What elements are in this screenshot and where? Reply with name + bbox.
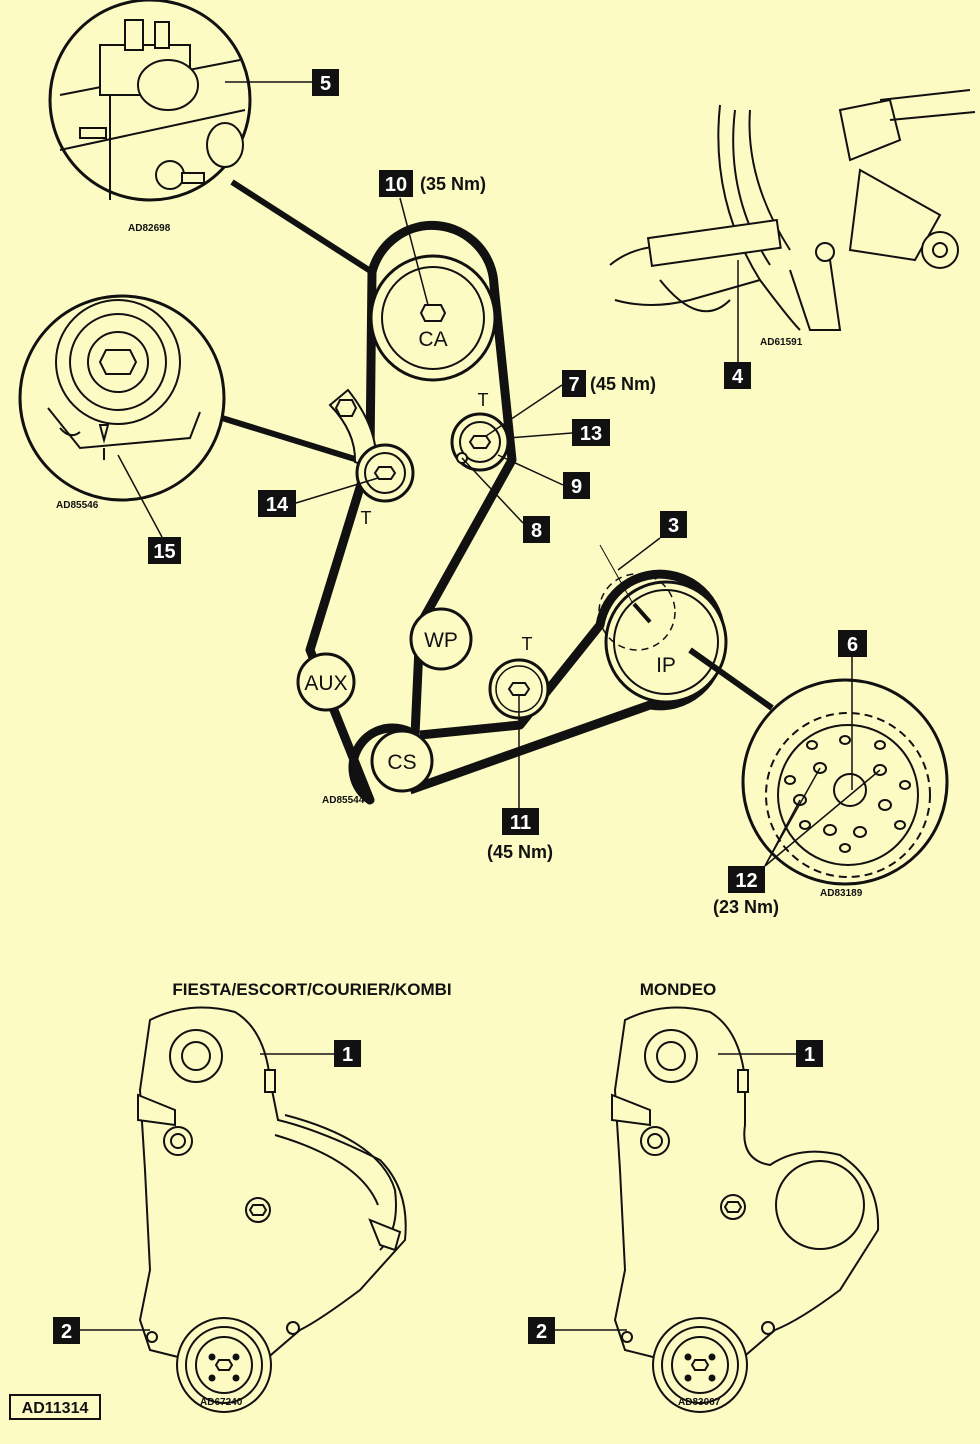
detail-tensioner: AD85546 15: [18, 294, 359, 564]
pulley-label-aux: AUX: [304, 672, 347, 695]
code-ad85546: AD85546: [56, 500, 99, 511]
callout-12: 12: [735, 870, 757, 892]
callout-box-2b: [528, 1317, 555, 1344]
code-ad67240: AD67240: [200, 1397, 243, 1408]
figure-code-box: [9, 1394, 101, 1420]
callout-box-11: [502, 808, 539, 835]
heading-mondeo: MONDEO: [640, 980, 717, 999]
detail-crank-pin: AD61591 4: [609, 89, 976, 389]
callout-7: 7: [568, 374, 579, 396]
callout-box-1b: [796, 1040, 823, 1067]
callout-box-2a: [53, 1317, 80, 1344]
callout-5: 5: [320, 73, 331, 95]
pulley-label-wp: WP: [424, 629, 458, 652]
callout-13: 13: [580, 423, 602, 445]
callout-box-13: [572, 419, 610, 446]
cover-mondeo: [611, 1006, 880, 1413]
callout-box-10: [379, 170, 413, 197]
callout-box-5: [312, 69, 339, 96]
tensioner-label-lower: T: [522, 634, 533, 654]
code-ad83067: AD83067: [678, 1397, 721, 1408]
callout-15: 15: [153, 541, 175, 563]
callout-box-7: [562, 370, 586, 397]
code-ad82698: AD82698: [128, 223, 171, 234]
detail-pump-sprocket: AD83189 6 12 (23 Nm): [688, 630, 949, 917]
callout-box-9: [563, 472, 590, 499]
tensioner-label-left: T: [361, 508, 372, 528]
callout-11: 11: [510, 812, 531, 834]
code-ad83189: AD83189: [820, 888, 863, 899]
code-ad61591: AD61591: [760, 337, 803, 348]
callout-box-6: [838, 630, 867, 657]
belt-layout: CA 10 (35 Nm) T 7 (45 Nm) 13 9 8 T 14: [258, 170, 728, 862]
tensioner-label-upper: T: [478, 390, 489, 410]
pulley-label-ca: CA: [418, 328, 447, 351]
callout-box-3: [660, 511, 687, 538]
callout-box-14: [258, 490, 296, 517]
callout-box-4: [724, 362, 751, 389]
callout-10: 10: [385, 174, 407, 196]
callout-4: 4: [732, 366, 744, 388]
callout-14: 14: [266, 494, 289, 516]
heading-fiesta: FIESTA/ESCORT/COURIER/KOMBI: [172, 980, 451, 999]
callout-2b: 2: [536, 1321, 547, 1343]
callout-2a: 2: [61, 1321, 72, 1343]
torque-10: (35 Nm): [420, 174, 486, 194]
callout-3: 3: [668, 515, 679, 537]
torque-11: (45 Nm): [487, 842, 553, 862]
callout-6: 6: [847, 634, 858, 656]
callout-box-12: [728, 866, 765, 893]
torque-12: (23 Nm): [713, 897, 779, 917]
callout-9: 9: [571, 476, 582, 498]
cover-fiesta: [137, 1006, 407, 1413]
figure-code: AD11314: [22, 1400, 89, 1417]
callout-8: 8: [531, 520, 542, 542]
callout-box-1a: [334, 1040, 361, 1067]
callout-1a: 1: [342, 1044, 353, 1066]
callout-box-15: [148, 537, 181, 564]
callout-1b: 1: [804, 1044, 815, 1066]
pulley-label-ip: IP: [656, 654, 676, 677]
callout-box-8: [523, 516, 550, 543]
code-ad85544: AD85544: [322, 795, 365, 806]
torque-7: (45 Nm): [590, 374, 656, 394]
pulley-label-cs: CS: [387, 751, 416, 774]
detail-camshaft-lock: AD82698 5: [48, 0, 374, 275]
